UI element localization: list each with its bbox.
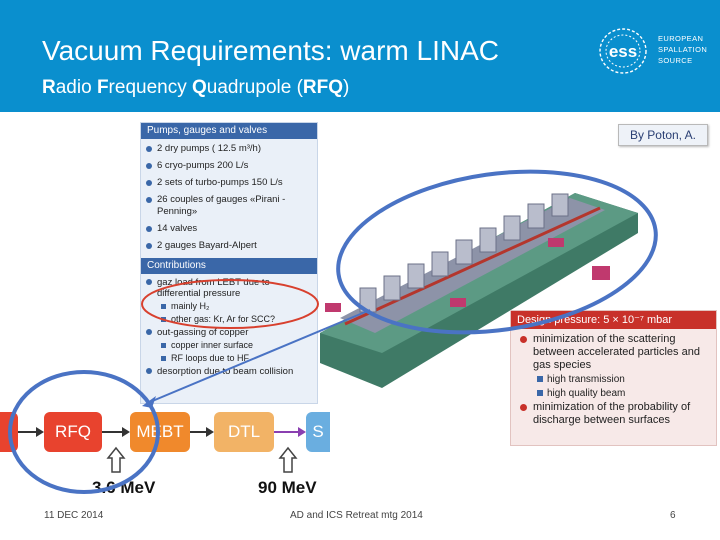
ess-logo: ess EUROPEAN SPALLATION SOURCE <box>596 24 712 78</box>
list-item: copper inner surface <box>157 340 313 351</box>
pumps-panel: Pumps, gauges and valves 2 dry pumps ( 1… <box>140 122 318 404</box>
list-item: 14 valves <box>146 223 313 235</box>
chain-block-source <box>0 412 18 452</box>
list-item: 2 sets of turbo-pumps 150 L/s <box>146 177 313 189</box>
subtitle-part: adio <box>55 77 97 98</box>
list-item: high quality beam <box>533 387 712 400</box>
design-pressure-heading: Design pressure: 5 × 10⁻⁷ mbar <box>511 311 716 329</box>
pumps-heading: Pumps, gauges and valves <box>141 123 317 139</box>
ess-logo-mark-text: ess <box>609 42 637 61</box>
logo-line: SPALLATION <box>658 45 708 54</box>
chain-block-next: S <box>306 412 330 452</box>
slide-subtitle: Radio Frequency Quadrupole (RFQ) <box>42 76 349 100</box>
subtitle-part: F <box>96 77 109 98</box>
header-band: Vacuum Requirements: warm LINAC Radio Fr… <box>0 0 720 112</box>
subtitle-part: Q <box>192 77 207 98</box>
author-byline: By Poton, A. <box>618 124 708 146</box>
subtitle-part: RFQ <box>302 77 344 98</box>
list-item: 6 cryo-pumps 200 L/s <box>146 160 313 172</box>
subtitle-part: R <box>42 77 56 98</box>
list-item: high transmission <box>533 373 712 386</box>
chain-block-rfq: RFQ <box>44 412 102 452</box>
design-pressure-panel: Design pressure: 5 × 10⁻⁷ mbar minimizat… <box>510 310 717 446</box>
accelerator-chain: RFQ MEBT DTL S 3.6 MeV 90 MeV <box>0 400 330 500</box>
pumps-list: 2 dry pumps ( 12.5 m³/h) 6 cryo-pumps 20… <box>141 143 317 252</box>
energy-label-dtl: 90 MeV <box>258 478 317 497</box>
slide-title: Vacuum Requirements: warm LINAC <box>42 35 499 66</box>
up-arrow-icon <box>106 446 126 473</box>
list-item: other gas: Kr, Ar for SCC? <box>157 314 313 325</box>
logo-line: SOURCE <box>658 56 693 65</box>
logo-line: EUROPEAN <box>658 34 704 43</box>
list-item: 2 gauges Bayard-Alpert <box>146 240 313 252</box>
contributions-heading: Contributions <box>141 258 317 274</box>
logo-wordmark: EUROPEAN SPALLATION SOURCE <box>658 33 707 66</box>
up-arrow-icon <box>278 446 298 473</box>
list-item: desorption due to beam collision <box>146 366 313 377</box>
energy-label-rfq: 3.6 MeV <box>92 478 156 497</box>
list-item: mainly H₂ <box>157 301 313 312</box>
design-list: minimization of the scattering between a… <box>511 333 716 427</box>
list-item: 26 couples of gauges «Pirani - Penning» <box>146 194 313 218</box>
list-item: RF loops due to HF <box>157 353 313 364</box>
chain-block-mebt: MEBT <box>130 412 190 452</box>
subtitle-part: ) <box>343 77 350 98</box>
footer-page-number: 6 <box>670 510 676 521</box>
list-item: 2 dry pumps ( 12.5 m³/h) <box>146 143 313 155</box>
footer-event: AD and ICS Retreat mtg 2014 <box>290 510 423 521</box>
subtitle-part: uadrupole ( <box>206 77 303 98</box>
ess-logo-mark-icon: ess <box>599 28 647 74</box>
chain-block-dtl: DTL <box>214 412 274 452</box>
footer-date: 11 DEC 2014 <box>44 510 104 521</box>
subtitle-part: requency <box>108 77 192 98</box>
list-item: gaz load from LEBT due to differential p… <box>146 277 313 299</box>
list-item: out-gassing of copper <box>146 327 313 338</box>
list-item: minimization of the scattering between a… <box>520 333 712 372</box>
contributions-list: gaz load from LEBT due to differential p… <box>141 277 317 377</box>
list-item: minimization of the probability of disch… <box>520 401 712 427</box>
